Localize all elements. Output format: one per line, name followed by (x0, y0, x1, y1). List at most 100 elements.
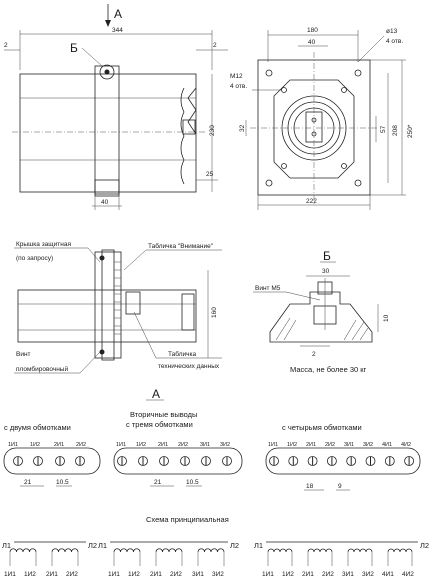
dim-21-b: 21 (154, 479, 162, 486)
schem-labels-three: 1И1 1И2 2И1 2И2 3И1 3И2 (108, 571, 224, 578)
dim-lower-height: 160 (211, 307, 218, 318)
term-label: 1И1 (116, 442, 126, 448)
variant-three: с тремя обмотками (126, 420, 193, 429)
term-label: 2И1 (306, 442, 316, 448)
schem-l2-c: Л2 (420, 541, 429, 550)
dim-bottom-width: 222 (306, 198, 317, 205)
schem-label: 1И2 (282, 571, 294, 578)
term-label: 2И1 (54, 442, 64, 448)
label-screw-2: пломбировочный (16, 365, 68, 373)
terminal-labels-four: 1И1 1И2 2И1 2И2 3И1 3И2 4И1 4И2 (268, 442, 411, 448)
label-cover: Крышка защитная (16, 241, 71, 248)
label-warning-plate: Табличка "Внимание" (148, 242, 214, 250)
term-label: 1И2 (30, 442, 40, 448)
dim-margin-left: 2 (4, 42, 8, 49)
schem-label: 1И1 (4, 571, 16, 578)
hole-note-top-count: 4 отв. (386, 38, 403, 45)
winding-coil (307, 548, 333, 553)
dim-10-5-a: 10.5 (56, 479, 69, 486)
label-data-plate-2: технических данных (158, 363, 220, 370)
term-label: 3И2 (363, 442, 373, 448)
screw-m5-label: Винт М5 (255, 285, 281, 292)
winding-coil (197, 548, 225, 553)
dim-9: 9 (338, 483, 342, 490)
schem-label: 1И1 (108, 571, 120, 578)
term-label: 3И1 (344, 442, 354, 448)
section-mark-a: А (114, 7, 122, 21)
dim-right-250: 250* (407, 124, 414, 138)
schem-l2-b: Л2 (230, 541, 239, 550)
term-label: 3И1 (200, 442, 210, 448)
terminal-circles (13, 456, 415, 466)
schem-label: 3И1 (342, 571, 354, 578)
schematic-heading: Схема принципиальная (146, 515, 229, 524)
term-label: 2И2 (178, 442, 188, 448)
schematic: Схема принципиальная Л1 Л2 Л1 Л2 Л1 Л2 1… (2, 515, 429, 578)
term-label: 1И1 (8, 442, 18, 448)
label-cover-note: (по запросу) (16, 255, 53, 262)
term-label: 4И2 (401, 442, 411, 448)
term-label: 1И1 (268, 442, 278, 448)
dim-base-width: 40 (101, 199, 109, 206)
side-view: 180 40 ø13 4 отв. М12 4 отв. 32 (230, 27, 414, 210)
schem-l2-a: Л2 (88, 541, 97, 550)
dim-bottom-offset: 25 (206, 171, 214, 178)
schem-label: 4И2 (402, 571, 414, 578)
schem-l1-a: Л1 (2, 541, 11, 550)
schem-label: 3И1 (192, 571, 204, 578)
schem-labels-two: 1И1 1И2 2И1 2И2 (4, 571, 78, 578)
schem-label: 2И2 (170, 571, 182, 578)
view-a-mark: А (152, 387, 160, 401)
schem-label: 4И1 (382, 571, 394, 578)
term-label: 4И1 (382, 442, 392, 448)
dim-height: 230 (209, 125, 216, 136)
winding-coil (387, 548, 413, 553)
schem-label: 1И2 (128, 571, 140, 578)
schem-label: 2И1 (302, 571, 314, 578)
heading-secondary: Вторичные выводы (130, 410, 197, 419)
detail-dim-width: 30 (322, 268, 330, 275)
view-b-mark: Б (70, 41, 78, 55)
winding-coil (113, 548, 141, 553)
term-label: 3И2 (220, 442, 230, 448)
variant-four: с четырьмя обмотками (282, 423, 362, 432)
dim-right-208: 208 (392, 125, 399, 136)
schem-label: 1И1 (262, 571, 274, 578)
winding-coil (51, 548, 79, 553)
thread-note-count: 4 отв. (230, 83, 247, 90)
term-label: 2И2 (76, 442, 86, 448)
schematic-coils (9, 548, 413, 566)
winding-coil (9, 548, 37, 553)
schem-l1-b: Л1 (98, 541, 107, 550)
label-data-plate: Табличка (168, 350, 197, 358)
schem-l1-c: Л1 (254, 541, 263, 550)
mass-note: Масса, не более 30 кг (290, 365, 367, 374)
term-label: 2И2 (325, 442, 335, 448)
view-a: А Вторичные выводы с двумя обмотками с т… (3, 387, 421, 491)
winding-coil (155, 548, 183, 553)
hole-note-top: ø13 (386, 28, 398, 35)
lower-view: Крышка защитная (по запросу) Табличка "В… (14, 241, 222, 374)
schem-label: 2И1 (46, 571, 58, 578)
dim-21-a: 21 (24, 479, 32, 486)
detail-b: Б 30 Винт М5 10 2 Масса, не более 30 кг (253, 249, 390, 374)
front-view: А 344 2 2 Б 230 25 40 (4, 4, 228, 210)
dim-18: 18 (306, 483, 314, 490)
schem-label: 2И2 (66, 571, 78, 578)
label-screw: Винт (16, 351, 31, 358)
dim-inner-width: 40 (308, 39, 316, 46)
dim-margin-right: 2 (213, 42, 217, 49)
dim-10-5-b: 10.5 (186, 479, 199, 486)
schem-label: 3И2 (362, 571, 374, 578)
schem-label: 2И1 (150, 571, 162, 578)
winding-coil (267, 548, 293, 553)
dim-right-57: 57 (380, 125, 387, 133)
dim-left-32: 32 (239, 124, 246, 132)
term-label: 1И2 (287, 442, 297, 448)
terminal-labels-three: 1И1 1И2 2И1 2И2 3И1 3И2 (116, 442, 230, 448)
term-label: 2И1 (158, 442, 168, 448)
schem-labels-four: 1И1 1И2 2И1 2И2 3И1 3И2 4И1 4И2 (262, 571, 414, 578)
schem-label: 3И2 (212, 571, 224, 578)
term-label: 1И2 (136, 442, 146, 448)
